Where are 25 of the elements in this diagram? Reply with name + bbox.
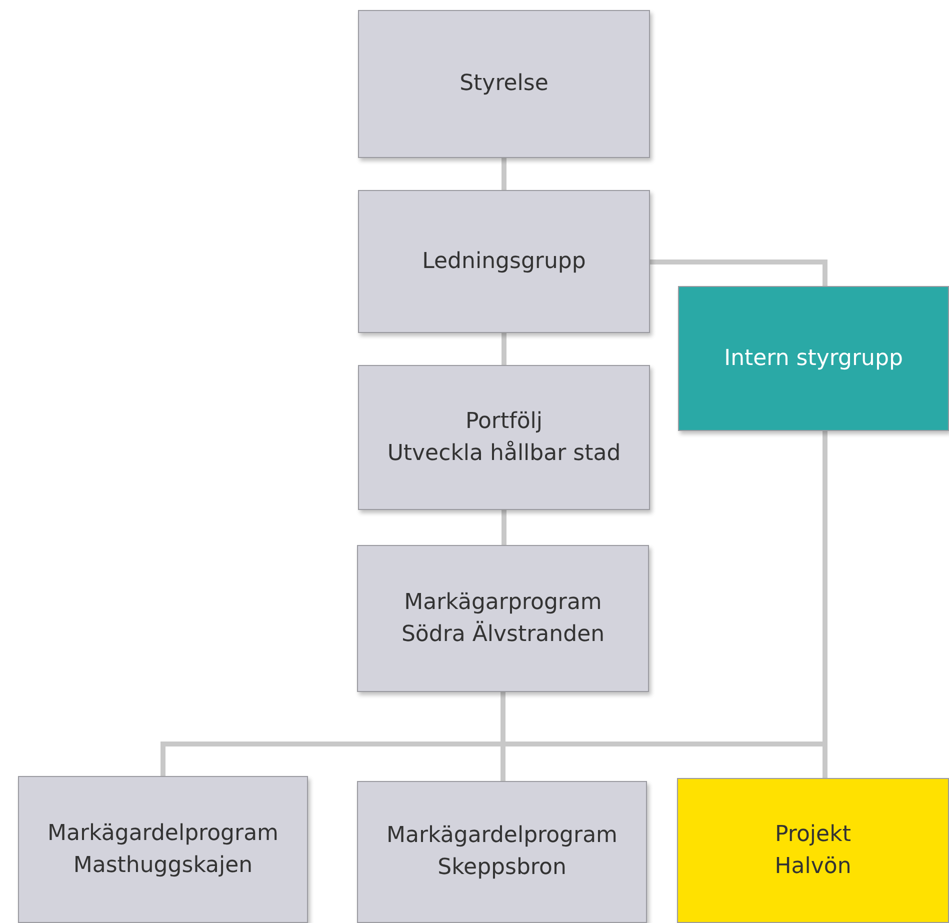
org-box	[678, 286, 949, 431]
connector-line	[502, 158, 506, 190]
org-box	[677, 778, 949, 923]
org-box	[18, 776, 308, 923]
box-label: Utveckla hållbar stad	[387, 440, 621, 468]
box-label: Projekt	[775, 820, 851, 848]
box-label: Markägardelprogram	[386, 822, 618, 850]
connector-line	[650, 260, 828, 286]
box-label: Halvön	[774, 852, 852, 880]
org-box	[358, 190, 650, 333]
box-label: Styrelse	[460, 70, 548, 98]
connector-line	[502, 333, 506, 365]
connector-line	[502, 510, 506, 545]
org-box	[358, 10, 650, 158]
box-label: Skeppsbron	[438, 854, 566, 882]
box-label: Portfölj	[465, 408, 543, 436]
org-box	[357, 545, 649, 692]
box-label: Markägarprogram	[404, 588, 602, 616]
box-label: Södra Älvstranden	[401, 620, 605, 648]
org-box	[358, 365, 650, 510]
box-label: Intern styrgrupp	[724, 344, 903, 372]
org-box	[357, 781, 647, 923]
box-label: Markägardelprogram	[48, 820, 278, 848]
box-label: Ledningsgrupp	[422, 248, 586, 276]
box-label: Masthuggskajen	[73, 852, 253, 880]
